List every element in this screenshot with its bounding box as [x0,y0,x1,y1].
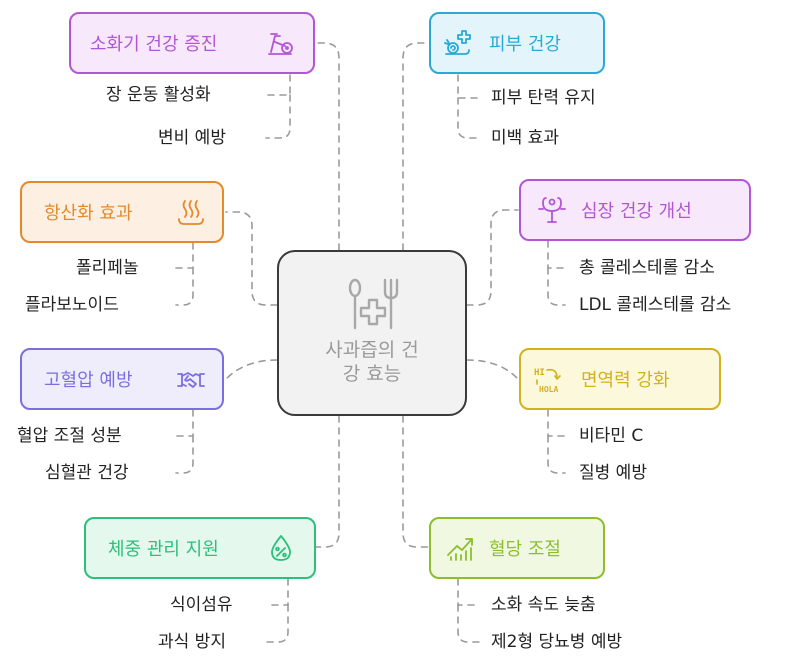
handshake-icon [177,372,205,388]
node-blood-sugar-label: 혈당 조절 [489,539,561,560]
node-digestion: 소화기 건강 증진 [69,12,315,74]
sub-weight-2: 과식 방지 [158,632,226,652]
node-skin-label: 피부 건강 [489,34,561,55]
node-blood-sugar: 혈당 조절 [429,517,605,579]
node-digestion-label: 소화기 건강 증진 [90,34,218,55]
central-topic-title: 사과즙의 건 강 효능 [325,339,419,385]
node-weight-label: 체중 관리 지원 [108,539,219,560]
fork-knife-plus-icon [348,278,399,330]
sub-heart-2: LDL 콜레스테롤 감소 [579,295,732,315]
node-weight: 체중 관리 지원 [84,517,316,579]
node-blood-pressure-label: 고혈압 예방 [44,370,133,391]
sub-digestion-1: 장 운동 활성화 [106,85,211,105]
sub-blood-sugar-1: 소화 속도 늦춤 [491,595,596,615]
node-heart-label: 심장 건강 개선 [581,201,692,222]
stethoscope-icon [538,197,566,223]
sub-immunity-1: 비타민 C [579,426,644,446]
hi-hola-icon: HI HOLA [534,368,561,394]
growth-chart-icon [447,538,473,561]
sub-digestion-2: 변비 예방 [158,128,226,148]
central-topic: 사과즙의 건 강 효능 [277,250,467,416]
node-blood-pressure: 고혈압 예방 [20,348,224,410]
steam-heat-icon [178,200,204,225]
svg-text:HI: HI [534,368,545,378]
sub-heart-1: 총 콜레스테롤 감소 [579,258,715,278]
node-antioxidant-label: 항산화 효과 [44,203,133,224]
node-immunity-label: 면역력 강화 [581,370,670,391]
node-immunity: HI HOLA 면역력 강화 [519,348,721,410]
sub-blood-pressure-1: 혈압 조절 성분 [17,426,122,446]
sub-skin-2: 미백 효과 [491,128,559,148]
sub-antioxidant-2: 플라보노이드 [25,295,119,315]
node-skin: 피부 건강 [429,12,605,74]
sub-weight-1: 식이섬유 [170,595,233,615]
exercise-bike-icon [268,33,293,55]
sub-blood-pressure-2: 심혈관 건강 [45,463,129,483]
node-antioxidant: 항산화 효과 [20,181,224,243]
sub-immunity-2: 질병 예방 [579,463,647,483]
svg-text:HOLA: HOLA [539,385,558,394]
sub-blood-sugar-2: 제2형 당뇨병 예방 [491,632,623,652]
percent-drop-icon [271,535,291,561]
snail-plus-icon [444,30,471,55]
sub-antioxidant-1: 폴리페놀 [76,258,139,278]
sub-skin-1: 피부 탄력 유지 [491,88,596,108]
node-heart: 심장 건강 개선 [519,179,751,241]
